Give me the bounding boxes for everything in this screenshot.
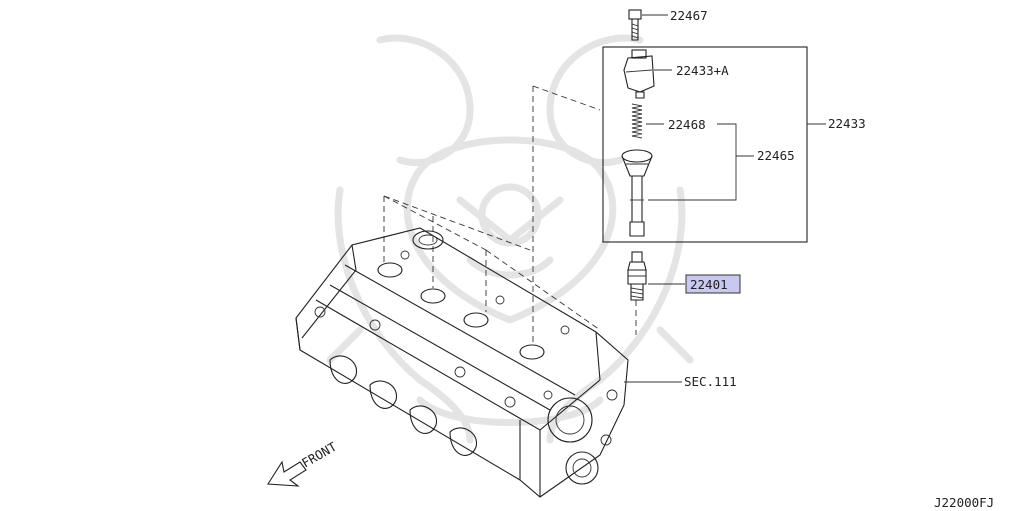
label-boot[interactable]: 22465 (757, 148, 795, 163)
diagram-code: J22000FJ (934, 495, 994, 510)
label-ignition-coil[interactable]: 22433+A (676, 63, 729, 78)
ignition-coil-drawing (623, 49, 672, 99)
bolt-drawing (628, 9, 668, 41)
cylinder-head-drawing (295, 227, 629, 498)
label-coil-group[interactable]: 22433 (828, 116, 866, 131)
boot-bracket (648, 123, 754, 201)
label-bolt[interactable]: 22467 (670, 8, 708, 23)
label-spring[interactable]: 22468 (668, 117, 706, 132)
spark-plug-highlight[interactable] (685, 274, 741, 294)
label-front: FRONT (299, 439, 339, 471)
front-arrow-icon (267, 460, 307, 487)
dashed-guides (383, 85, 637, 345)
spark-plug-drawing (627, 251, 685, 301)
watermark-emblem (326, 34, 694, 444)
coil-group-box (602, 46, 808, 243)
boot-drawing (621, 149, 653, 237)
spring-drawing (631, 103, 664, 139)
label-cylinder-head[interactable]: SEC.111 (684, 374, 737, 389)
label-spark-plug[interactable]: 22401 (690, 277, 728, 292)
